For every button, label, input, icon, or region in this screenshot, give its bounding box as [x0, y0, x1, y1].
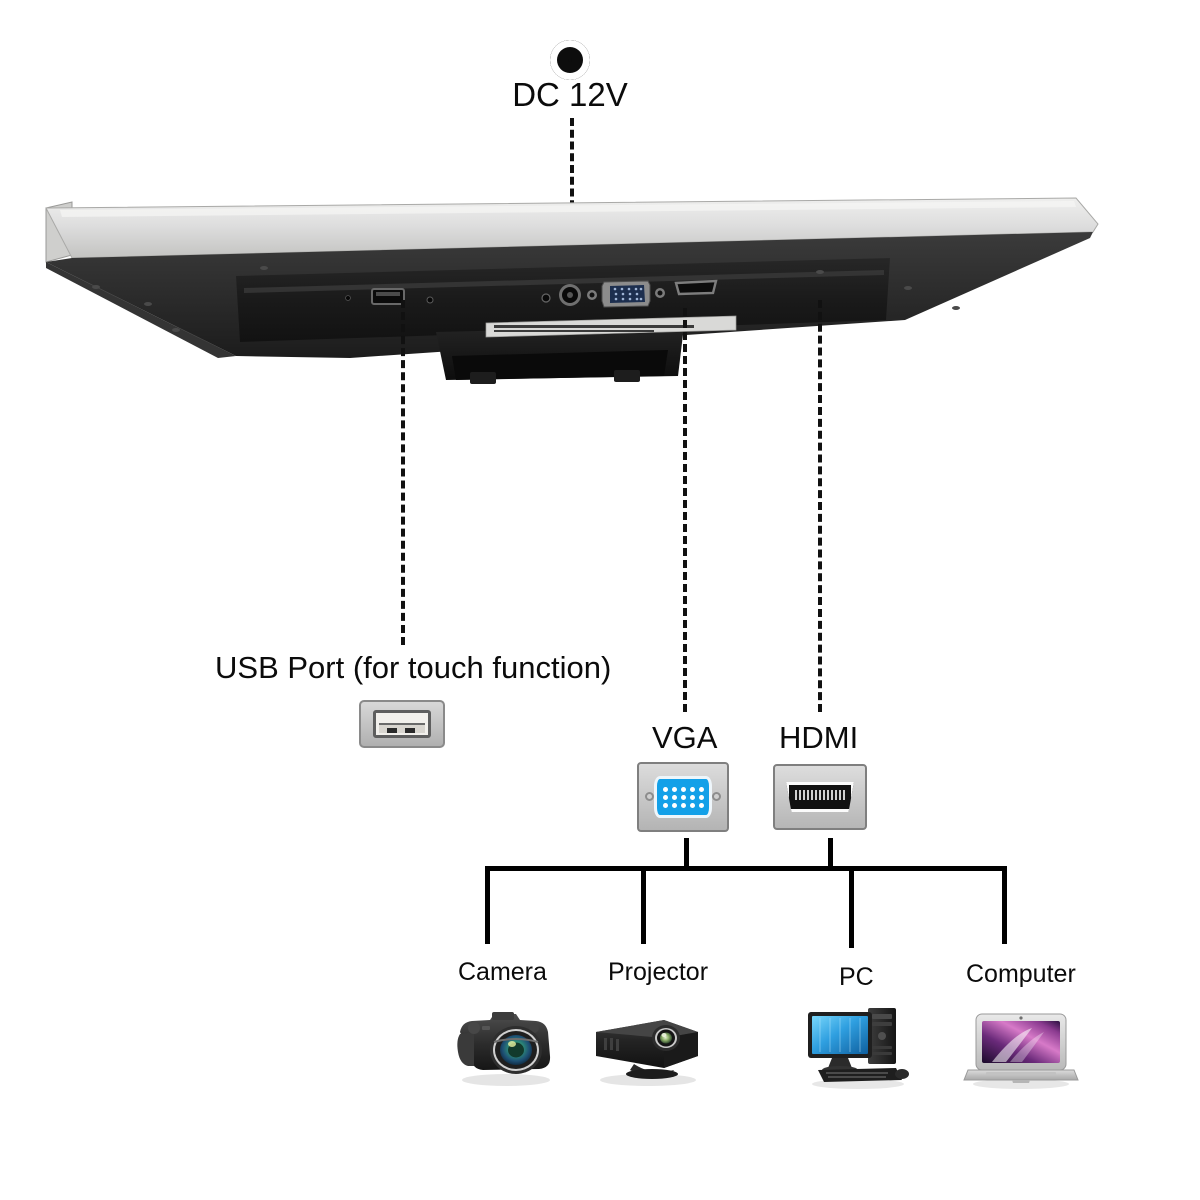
touchscreen-monitor: [0, 180, 1200, 390]
hdmi-pin-contacts: [795, 790, 845, 800]
monitor-vga-port: [587, 280, 665, 308]
vga-dsub-insert: [654, 776, 712, 818]
dc-port-label: DC 12V: [512, 76, 628, 113]
device-label-camera: Camera: [458, 958, 547, 986]
monitor-illustration: [45, 197, 1099, 384]
usb-pin: [387, 728, 397, 733]
dc-barrel-jack-icon: [550, 40, 590, 80]
hdmi-tree-stem: [828, 838, 833, 868]
monitor-hdmi-port: [674, 279, 718, 296]
vga-port-label: VGA: [652, 720, 718, 755]
projector-branch-line: [641, 866, 646, 944]
projector-icon: [590, 1012, 706, 1088]
desktop-pc-icon: [802, 1004, 914, 1090]
usb-leader-line: [401, 300, 405, 645]
dslr-camera-icon: [452, 1006, 560, 1088]
monitor-dc-port: [559, 284, 581, 306]
hdmi-port-label: HDMI: [779, 720, 859, 755]
device-label-pc: PC: [839, 963, 874, 991]
vga-tree-stem: [684, 838, 689, 868]
hdmi-leader-line: [818, 300, 822, 712]
usb-pin: [405, 728, 415, 733]
monitor-usb-port: [371, 288, 405, 305]
usb-a-connector-icon: [359, 700, 445, 748]
pc-branch-line: [849, 866, 854, 948]
vga-screw-hole: [645, 792, 654, 801]
computer-branch-line: [1002, 866, 1007, 944]
device-bus-line: [485, 866, 1007, 871]
device-label-projector: Projector: [608, 958, 709, 986]
hdmi-connector-icon: [773, 764, 867, 830]
vga-leader-line: [683, 308, 687, 712]
vga-connector-icon: [637, 762, 729, 832]
usb-port-label: USB Port (for touch function): [215, 650, 612, 685]
vga-screw-hole: [712, 792, 721, 801]
vga-pin-row: [662, 794, 704, 800]
vga-pin-row: [662, 786, 704, 792]
vga-pin-row: [662, 802, 704, 808]
device-label-computer: Computer: [966, 960, 1076, 988]
hdmi-mouth: [786, 782, 854, 812]
usb-shell: [373, 710, 431, 738]
camera-branch-line: [485, 866, 490, 944]
laptop-computer-icon: [962, 1010, 1080, 1090]
